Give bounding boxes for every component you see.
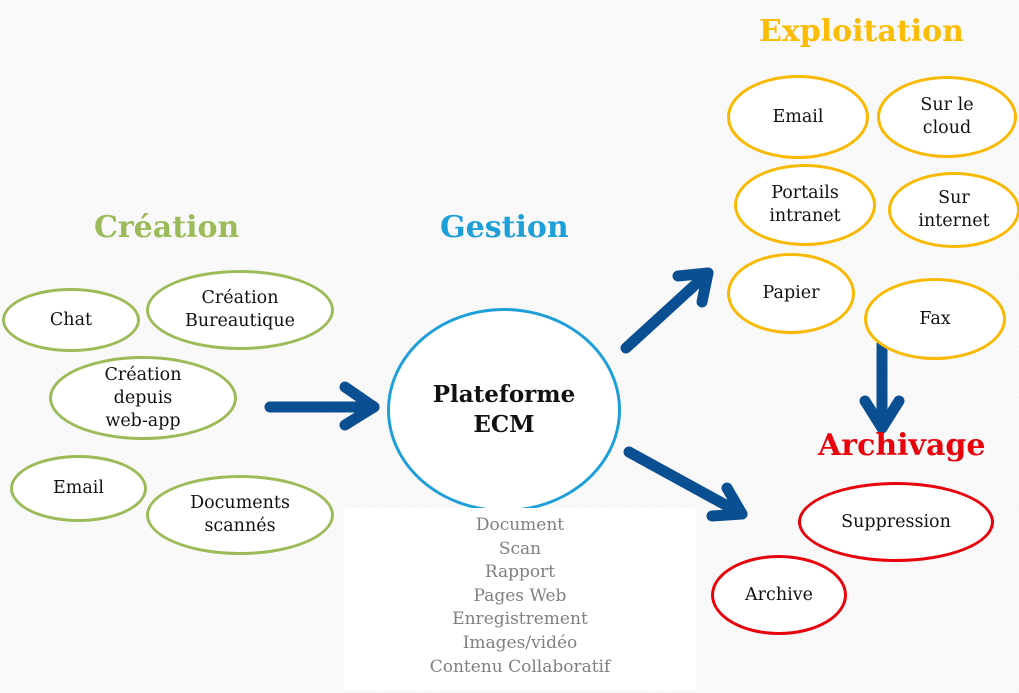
arrow-fax-to-archivage — [859, 338, 905, 434]
content-types-list: Document Scan Rapport Pages Web Enregist… — [344, 508, 696, 690]
exploitation-node-internet: Sur internet — [888, 172, 1019, 248]
creation-node-bureautique: Création Bureautique — [146, 270, 334, 350]
archivage-node-suppression: Suppression — [798, 482, 994, 562]
exploitation-node-fax: Fax — [864, 278, 1006, 360]
creation-node-documents-scannes: Documents scannés — [146, 475, 334, 555]
platform-ecm-node: Plateforme ECM — [387, 308, 621, 512]
content-type-item: Images/vidéo — [462, 632, 578, 653]
arrow-platform-to-exploitation — [620, 267, 714, 354]
exploitation-node-cloud: Sur le cloud — [877, 76, 1017, 158]
arrow-creation-to-platform — [264, 381, 380, 431]
creation-node-web-app: Création depuis web-app — [49, 356, 237, 440]
archivage-node-archive: Archive — [711, 555, 847, 635]
section-title-exploitation: Exploitation — [759, 14, 964, 49]
exploitation-node-papier: Papier — [727, 253, 855, 334]
section-title-creation: Création — [94, 210, 240, 245]
content-type-item: Scan — [498, 538, 542, 559]
exploitation-node-intranet: Portails intranet — [734, 164, 876, 246]
content-type-item: Pages Web — [473, 585, 567, 606]
section-title-archivage: Archivage — [818, 428, 986, 463]
creation-node-chat: Chat — [2, 288, 140, 352]
section-title-gestion: Gestion — [440, 210, 569, 245]
content-type-item: Rapport — [484, 562, 556, 583]
content-type-item: Enregistrement — [452, 609, 588, 630]
arrow-platform-to-archivage — [623, 446, 748, 522]
exploitation-node-email: Email — [727, 75, 869, 159]
content-type-item: Document — [475, 515, 565, 535]
content-type-item: Contenu Collaboratif — [429, 656, 611, 677]
creation-node-email: Email — [10, 455, 147, 522]
